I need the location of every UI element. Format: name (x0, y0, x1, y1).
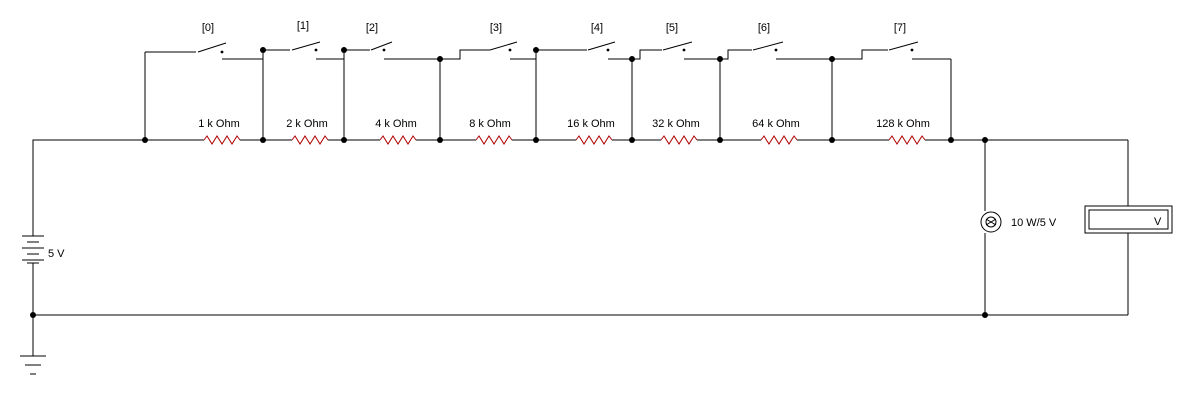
switch-0[interactable]: [0] (197, 22, 227, 54)
switch-4[interactable]: [4] (587, 22, 616, 52)
resistor-1[interactable]: 2 k Ohm (286, 118, 329, 145)
switch-label: [7] (894, 22, 906, 34)
resistor-label: 1 k Ohm (198, 118, 240, 130)
voltmeter-unit: V (1154, 216, 1162, 228)
resistor-2[interactable]: 4 k Ohm (375, 118, 417, 145)
resistor-0[interactable]: 1 k Ohm (198, 118, 241, 145)
switch-2[interactable]: [2] (366, 22, 393, 52)
switch-label: [1] (297, 20, 309, 32)
switch-label: [3] (490, 22, 502, 34)
switch-1[interactable]: [1] (291, 20, 321, 52)
resistor-5[interactable]: 32 k Ohm (652, 118, 700, 145)
switch-label: [0] (202, 22, 214, 34)
resistor-4[interactable]: 16 k Ohm (567, 118, 615, 145)
resistor-label: 16 k Ohm (567, 118, 615, 130)
resistor-3[interactable]: 8 k Ohm (469, 118, 513, 145)
resistor-label: 32 k Ohm (652, 118, 700, 130)
resistor-7[interactable]: 128 k Ohm (876, 118, 930, 145)
switch-7[interactable]: [7] (888, 22, 919, 52)
resistor-6[interactable]: 64 k Ohm (752, 118, 800, 145)
lamp[interactable]: 10 W/5 V (980, 211, 1057, 233)
voltmeter[interactable]: V (1084, 205, 1173, 234)
battery[interactable]: 5 V (22, 235, 65, 264)
resistor-label: 128 k Ohm (876, 118, 930, 130)
resistor-label: 8 k Ohm (469, 118, 511, 130)
wires (32, 49, 1129, 356)
battery-label: 5 V (48, 248, 65, 260)
resistor-label: 64 k Ohm (752, 118, 800, 130)
switch-label: [2] (366, 22, 378, 34)
resistor-label: 4 k Ohm (375, 118, 417, 130)
switch-label: [4] (591, 22, 603, 34)
switch-5[interactable]: [5] (662, 22, 693, 52)
resistor-label: 2 k Ohm (286, 118, 328, 130)
switch-3[interactable]: [3] (489, 22, 518, 52)
switch-label: [6] (758, 22, 770, 34)
ground-symbol (20, 355, 46, 375)
lamp-label: 10 W/5 V (1011, 217, 1057, 229)
switch-label: [5] (666, 22, 678, 34)
switch-6[interactable]: [6] (752, 22, 784, 52)
junction-dots (30, 47, 988, 318)
